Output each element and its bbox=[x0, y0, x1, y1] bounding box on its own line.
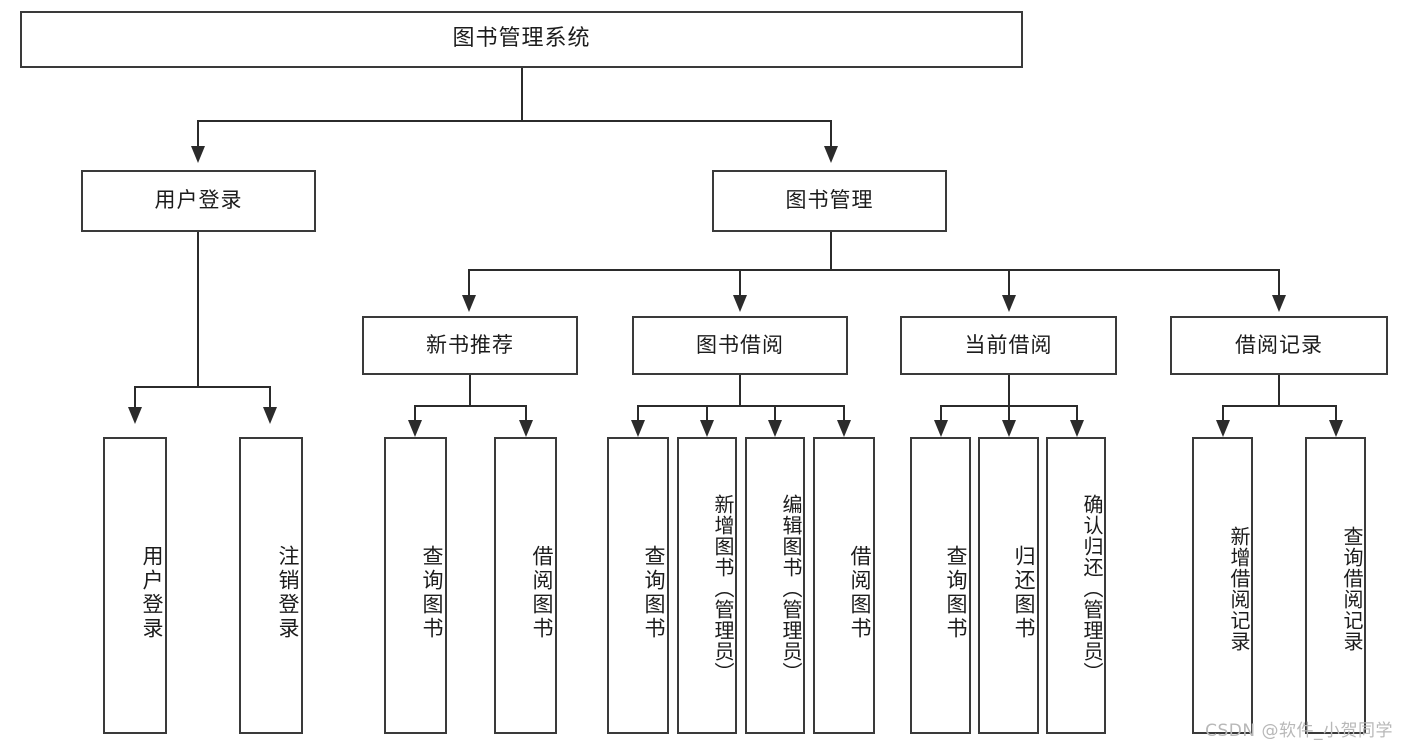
arrowhead-leaf-query-record bbox=[1329, 420, 1343, 437]
arrowhead-user-login bbox=[191, 146, 205, 163]
node-book-borrow[interactable]: 图书借阅 bbox=[632, 316, 848, 375]
leaf-return-book[interactable]: 归还图书 bbox=[978, 437, 1039, 734]
connector-level2-bus bbox=[198, 120, 832, 122]
connector-drop-leaf-add-record bbox=[1222, 405, 1224, 425]
connector-drop-borrow-record bbox=[1278, 269, 1280, 297]
connector-drop-leaf-return-book bbox=[1008, 405, 1010, 425]
arrowhead-leaf-return-book bbox=[1002, 420, 1016, 437]
connector-drop-leaf-borrow-book-2 bbox=[843, 405, 845, 425]
arrowhead-leaf-add-record bbox=[1216, 420, 1230, 437]
connector-drop-leaf-edit-book bbox=[774, 405, 776, 425]
connector-borrow-record-stem bbox=[1278, 375, 1280, 407]
node-label: 新增借阅记录 bbox=[1227, 525, 1251, 652]
connector-book-borrow-leaf-bus bbox=[637, 405, 844, 407]
arrowhead-leaf-edit-book bbox=[768, 420, 782, 437]
arrowhead-book-borrow bbox=[733, 295, 747, 312]
connector-new-book-recommend-stem bbox=[469, 375, 471, 407]
leaf-borrow-book-2[interactable]: 借阅图书 bbox=[813, 437, 875, 734]
leaf-query-book-3[interactable]: 查询图书 bbox=[910, 437, 971, 734]
node-root-book-management-system[interactable]: 图书管理系统 bbox=[20, 11, 1023, 68]
leaf-user-login[interactable]: 用户登录 bbox=[103, 437, 167, 734]
connector-new-book-recommend-leaf-bus bbox=[414, 405, 526, 407]
leaf-add-record[interactable]: 新增借阅记录 bbox=[1192, 437, 1253, 734]
connector-borrow-record-leaf-bus bbox=[1222, 405, 1336, 407]
node-new-book-recommend[interactable]: 新书推荐 bbox=[362, 316, 578, 375]
leaf-edit-book[interactable]: 编辑图书（管理员） bbox=[745, 437, 805, 734]
arrowhead-current-borrow bbox=[1002, 295, 1016, 312]
connector-drop-leaf-borrow-book-1 bbox=[525, 405, 527, 425]
node-label: 新增图书（管理员） bbox=[711, 494, 735, 683]
connector-drop-current-borrow bbox=[1008, 269, 1010, 297]
node-label: 借阅记录 bbox=[1235, 332, 1323, 357]
connector-drop-leaf-confirm-return bbox=[1076, 405, 1078, 425]
connector-level3-bus bbox=[468, 269, 1280, 271]
arrowhead-leaf-query-book-1 bbox=[408, 420, 422, 437]
node-label: 查询图书 bbox=[420, 544, 444, 641]
node-label: 图书管理系统 bbox=[452, 26, 591, 52]
node-label: 查询图书 bbox=[944, 544, 968, 641]
leaf-confirm-return[interactable]: 确认归还（管理员） bbox=[1046, 437, 1106, 734]
node-borrow-record[interactable]: 借阅记录 bbox=[1170, 316, 1388, 375]
connector-book-borrow-stem bbox=[739, 375, 741, 407]
leaf-query-book-1[interactable]: 查询图书 bbox=[384, 437, 447, 734]
node-label: 注销登录 bbox=[276, 544, 300, 641]
connector-drop-leaf-user-logout bbox=[269, 386, 271, 409]
arrowhead-borrow-record bbox=[1272, 295, 1286, 312]
node-label: 当前借阅 bbox=[964, 332, 1053, 357]
connector-drop-new-book-recommend bbox=[468, 269, 470, 297]
node-label: 编辑图书（管理员） bbox=[779, 494, 803, 683]
connector-drop-leaf-query-book-3 bbox=[940, 405, 942, 425]
leaf-user-logout[interactable]: 注销登录 bbox=[239, 437, 303, 734]
node-current-borrow[interactable]: 当前借阅 bbox=[900, 316, 1117, 375]
leaf-borrow-book-1[interactable]: 借阅图书 bbox=[494, 437, 557, 734]
node-label: 图书借阅 bbox=[696, 332, 784, 357]
node-label: 查询借阅记录 bbox=[1340, 525, 1364, 652]
node-label: 用户登录 bbox=[140, 544, 164, 641]
connector-drop-leaf-add-book bbox=[706, 405, 708, 425]
leaf-query-book-2[interactable]: 查询图书 bbox=[607, 437, 669, 734]
connector-user-login-leaf-bus bbox=[134, 386, 270, 388]
connector-root-stem bbox=[521, 68, 523, 121]
connector-drop-leaf-query-book-2 bbox=[637, 405, 639, 425]
arrowhead-new-book-recommend bbox=[462, 295, 476, 312]
node-label: 新书推荐 bbox=[426, 332, 514, 357]
arrowhead-leaf-confirm-return bbox=[1070, 420, 1084, 437]
connector-drop-leaf-user-login bbox=[134, 386, 136, 409]
node-label: 归还图书 bbox=[1012, 544, 1036, 641]
node-user-login[interactable]: 用户登录 bbox=[81, 170, 316, 232]
arrowhead-book-management bbox=[824, 146, 838, 163]
connector-drop-user-login bbox=[197, 120, 199, 148]
connector-user-login-stem bbox=[197, 232, 199, 387]
arrowhead-leaf-add-book bbox=[700, 420, 714, 437]
node-label: 借阅图书 bbox=[848, 544, 872, 641]
node-label: 借阅图书 bbox=[530, 544, 554, 641]
leaf-query-record[interactable]: 查询借阅记录 bbox=[1305, 437, 1366, 734]
connector-drop-leaf-query-book-1 bbox=[414, 405, 416, 425]
arrowhead-leaf-user-login bbox=[128, 407, 142, 424]
arrowhead-leaf-user-logout bbox=[263, 407, 277, 424]
connector-book-management-stem bbox=[830, 232, 832, 271]
node-label: 查询图书 bbox=[642, 544, 666, 641]
arrowhead-leaf-query-book-2 bbox=[631, 420, 645, 437]
arrowhead-leaf-query-book-3 bbox=[934, 420, 948, 437]
arrowhead-leaf-borrow-book-1 bbox=[519, 420, 533, 437]
node-label: 图书管理 bbox=[785, 188, 874, 213]
node-label: 确认归还（管理员） bbox=[1080, 494, 1104, 683]
connector-current-borrow-stem bbox=[1008, 375, 1010, 407]
connector-drop-book-management bbox=[830, 120, 832, 148]
connector-drop-book-borrow bbox=[739, 269, 741, 297]
arrowhead-leaf-borrow-book-2 bbox=[837, 420, 851, 437]
leaf-add-book[interactable]: 新增图书（管理员） bbox=[677, 437, 737, 734]
node-label: 用户登录 bbox=[154, 188, 243, 213]
node-book-management[interactable]: 图书管理 bbox=[712, 170, 947, 232]
connector-drop-leaf-query-record bbox=[1335, 405, 1337, 425]
